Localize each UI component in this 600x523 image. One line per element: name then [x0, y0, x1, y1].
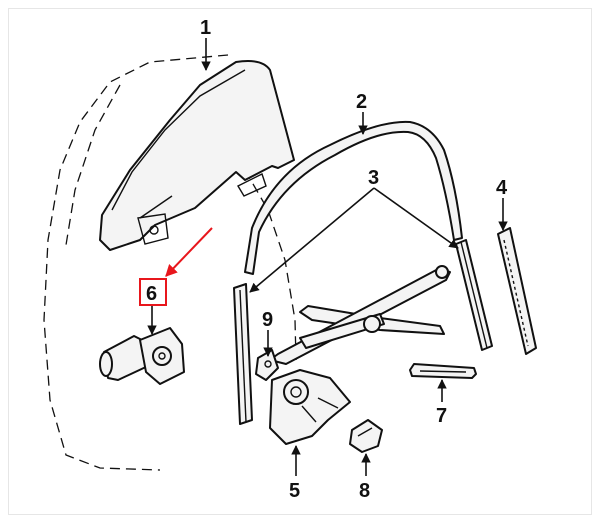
callout-8: 8	[359, 480, 370, 502]
callout-3: 3	[368, 167, 379, 189]
window-regulator-part	[269, 265, 451, 445]
weatherstrip-part	[497, 227, 537, 355]
callout-6-highlight-box	[139, 278, 167, 306]
clip-part	[349, 419, 383, 453]
callout-1: 1	[200, 17, 211, 39]
window-motor-part	[99, 327, 185, 385]
callout-5: 5	[289, 480, 300, 502]
callout-9: 9	[262, 309, 273, 331]
door-outline	[43, 54, 297, 471]
callout-4: 4	[496, 177, 508, 199]
callout-labels: 1 2 3 4 5 6 7 8 9	[139, 17, 508, 502]
leader-lines	[147, 38, 508, 476]
callout-7: 7	[436, 405, 447, 427]
guide-bracket-part	[409, 363, 477, 379]
quarter-glass-part	[99, 60, 295, 251]
run-channel-front-part	[233, 283, 253, 425]
callout-6: 6	[146, 283, 157, 305]
highlight-arrow	[165, 227, 213, 277]
run-channel-rear-part	[455, 239, 493, 351]
callout-2: 2	[356, 91, 367, 113]
channel-arch-part	[244, 120, 463, 275]
diagram-frame	[8, 8, 592, 515]
small-bracket-part	[255, 349, 279, 381]
